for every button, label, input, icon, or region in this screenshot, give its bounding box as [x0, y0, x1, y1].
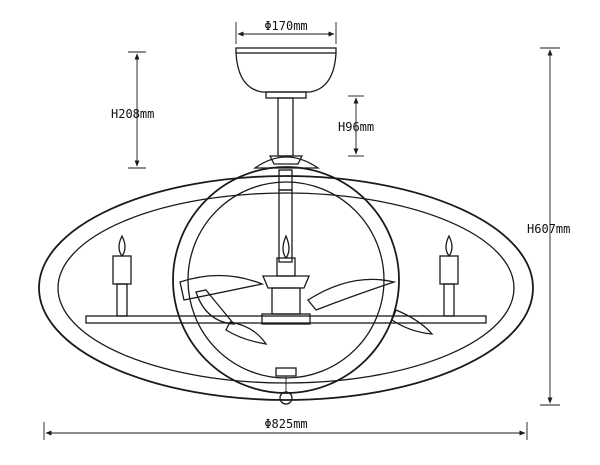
canopy-diameter-label: Φ170mm [264, 19, 307, 33]
center-shaft [261, 189, 311, 325]
total-height-label: H607mm [527, 222, 570, 236]
dim-overall-diameter: Φ825mm [43, 417, 528, 440]
arm-bar [85, 315, 487, 324]
candle-right [439, 234, 459, 317]
height-96-label: H96mm [338, 120, 374, 134]
candle-center [276, 234, 296, 277]
fan-blades [179, 274, 434, 345]
downrod-height-label: H208mm [111, 107, 154, 121]
dim-height-96: H96mm [338, 95, 374, 157]
candle-left [112, 234, 132, 317]
bottom-finial [275, 367, 297, 405]
dim-total-height: H607mm [527, 47, 570, 406]
canopy [235, 47, 337, 99]
dim-canopy-diameter: Φ170mm [235, 19, 337, 44]
overall-diameter-label: Φ825mm [264, 417, 307, 431]
dim-downrod-height: H208mm [111, 51, 154, 169]
